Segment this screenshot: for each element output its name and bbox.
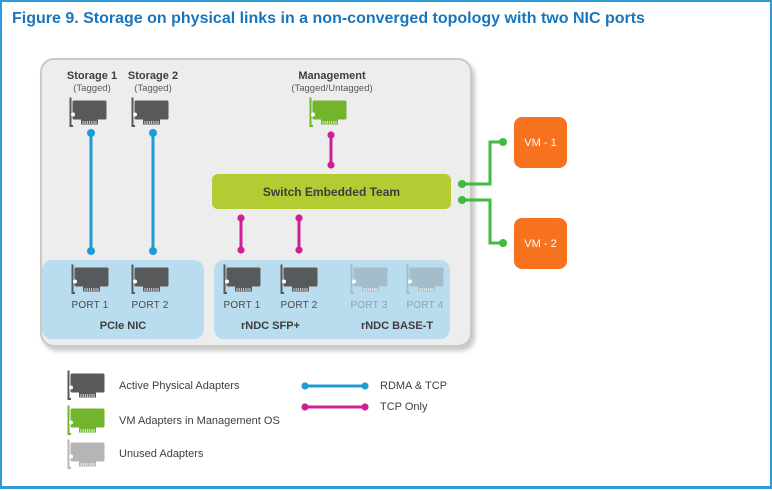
storage1-label: Storage 1 (Tagged): [67, 70, 117, 94]
rndc-baset-port-4: PORT 4: [399, 264, 451, 311]
rndc-sfp-port-2: PORT 2: [273, 264, 325, 311]
vm-2-box: VM - 2: [514, 218, 567, 269]
pcie-nic-group: PORT 1 PORT 2 PCIe NIC: [42, 260, 204, 339]
switch-embedded-team-box: Switch Embedded Team: [212, 174, 451, 209]
storage1-adapter-icon: [66, 97, 110, 130]
adapter-icon: [347, 264, 391, 297]
pcie-port-1: PORT 1: [64, 264, 116, 311]
legend-active-label: Active Physical Adapters: [119, 380, 240, 392]
management-name: Management: [298, 70, 366, 82]
rndc-baset-port-3: PORT 3: [343, 264, 395, 311]
legend-tcponly-line: [301, 403, 369, 411]
legend-active-adapter-icon: [64, 370, 108, 403]
adapter-icon: [128, 264, 172, 297]
adapter-icon: [220, 264, 264, 297]
legend-rdma-line: [301, 382, 369, 390]
storage1-name: Storage 1: [66, 70, 118, 82]
management-label: Management (Tagged/Untagged): [291, 70, 372, 94]
vm-1-box: VM - 1: [514, 117, 567, 168]
port-label: PORT 1: [223, 300, 261, 311]
rndc-sfp-port-1: PORT 1: [216, 264, 268, 311]
legend-unused-adapter-icon: [64, 439, 108, 472]
rndc-group: PORT 1 PORT 2 PORT 3 PORT 4 rNDC SFP+ rN…: [214, 260, 450, 339]
storage2-tag: (Tagged): [134, 83, 172, 94]
legend-tcponly-label: TCP Only: [380, 401, 428, 413]
port-label: PORT 2: [280, 300, 318, 311]
legend-rdma-label: RDMA & TCP: [380, 380, 448, 392]
legend-vm-label: VM Adapters in Management OS: [119, 415, 280, 427]
management-tag: (Tagged/Untagged): [291, 83, 373, 94]
pcie-port-2: PORT 2: [124, 264, 176, 311]
legend-unused-label: Unused Adapters: [119, 448, 204, 460]
rndc-sfp-caption: rNDC SFP+: [241, 320, 300, 332]
storage2-adapter-icon: [128, 97, 172, 130]
rndc-baset-caption: rNDC BASE-T: [360, 320, 434, 332]
storage2-label: Storage 2 (Tagged): [128, 70, 178, 94]
port-label: PORT 2: [131, 300, 169, 311]
port-label: PORT 4: [406, 300, 444, 311]
pcie-nic-caption: PCIe NIC: [99, 320, 147, 332]
port-label: PORT 1: [71, 300, 109, 311]
management-adapter-icon: [306, 97, 350, 130]
adapter-icon: [277, 264, 321, 297]
storage2-name: Storage 2: [127, 70, 179, 82]
adapter-icon: [68, 264, 112, 297]
adapter-icon: [403, 264, 447, 297]
figure-title: Figure 9. Storage on physical links in a…: [12, 10, 645, 27]
port-label: PORT 3: [350, 300, 388, 311]
legend-vm-adapter-icon: [64, 405, 108, 438]
storage1-tag: (Tagged): [73, 83, 111, 94]
